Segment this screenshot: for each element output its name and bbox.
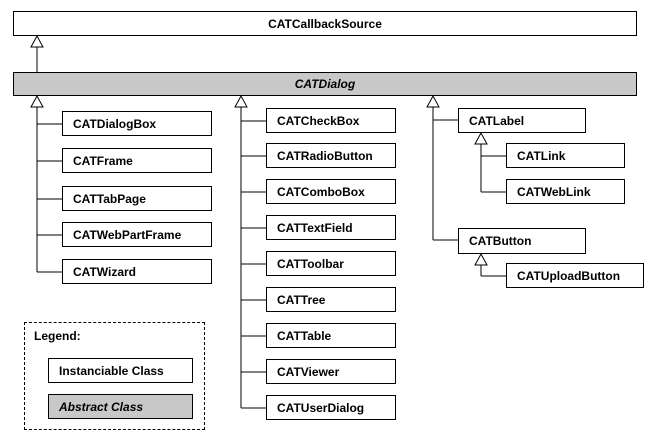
inheritance-arrow <box>474 252 488 266</box>
class-cattextfield: CATTextField <box>266 215 396 240</box>
class-catdialog: CATDialog <box>13 72 637 96</box>
class-catuserdialog: CATUserDialog <box>266 395 396 420</box>
class-catradiobutton: CATRadioButton <box>266 143 396 168</box>
class-catweblink: CATWebLink <box>506 179 625 204</box>
class-catwebpartframe: CATWebPartFrame <box>62 222 212 247</box>
class-catlabel: CATLabel <box>458 108 586 133</box>
class-catwizard: CATWizard <box>62 259 212 284</box>
class-cattable: CATTable <box>266 323 396 348</box>
class-catcombobox: CATComboBox <box>266 179 396 204</box>
class-catlink: CATLink <box>506 143 625 168</box>
inheritance-arrow <box>30 34 44 48</box>
class-catbutton: CATButton <box>458 228 586 254</box>
class-catframe: CATFrame <box>62 148 212 173</box>
class-catdialogbox: CATDialogBox <box>62 111 212 136</box>
inheritance-arrow <box>30 94 44 108</box>
inheritance-arrow <box>426 94 440 108</box>
class-cattree: CATTree <box>266 287 396 312</box>
inheritance-arrow <box>234 94 248 108</box>
legend <box>24 322 205 430</box>
class-catcheckbox: CATCheckBox <box>266 108 396 133</box>
inheritance-arrow <box>474 131 488 145</box>
class-catuploadbutton: CATUploadButton <box>506 263 644 288</box>
class-catcallbacksource: CATCallbackSource <box>13 11 637 36</box>
legend-abstract-class: Abstract Class <box>48 394 193 419</box>
class-cattoolbar: CATToolbar <box>266 251 396 276</box>
class-catviewer: CATViewer <box>266 359 396 384</box>
class-cattabpage: CATTabPage <box>62 186 212 211</box>
legend-instanciable-class: Instanciable Class <box>48 358 193 383</box>
legend-title: Legend: <box>34 329 81 343</box>
